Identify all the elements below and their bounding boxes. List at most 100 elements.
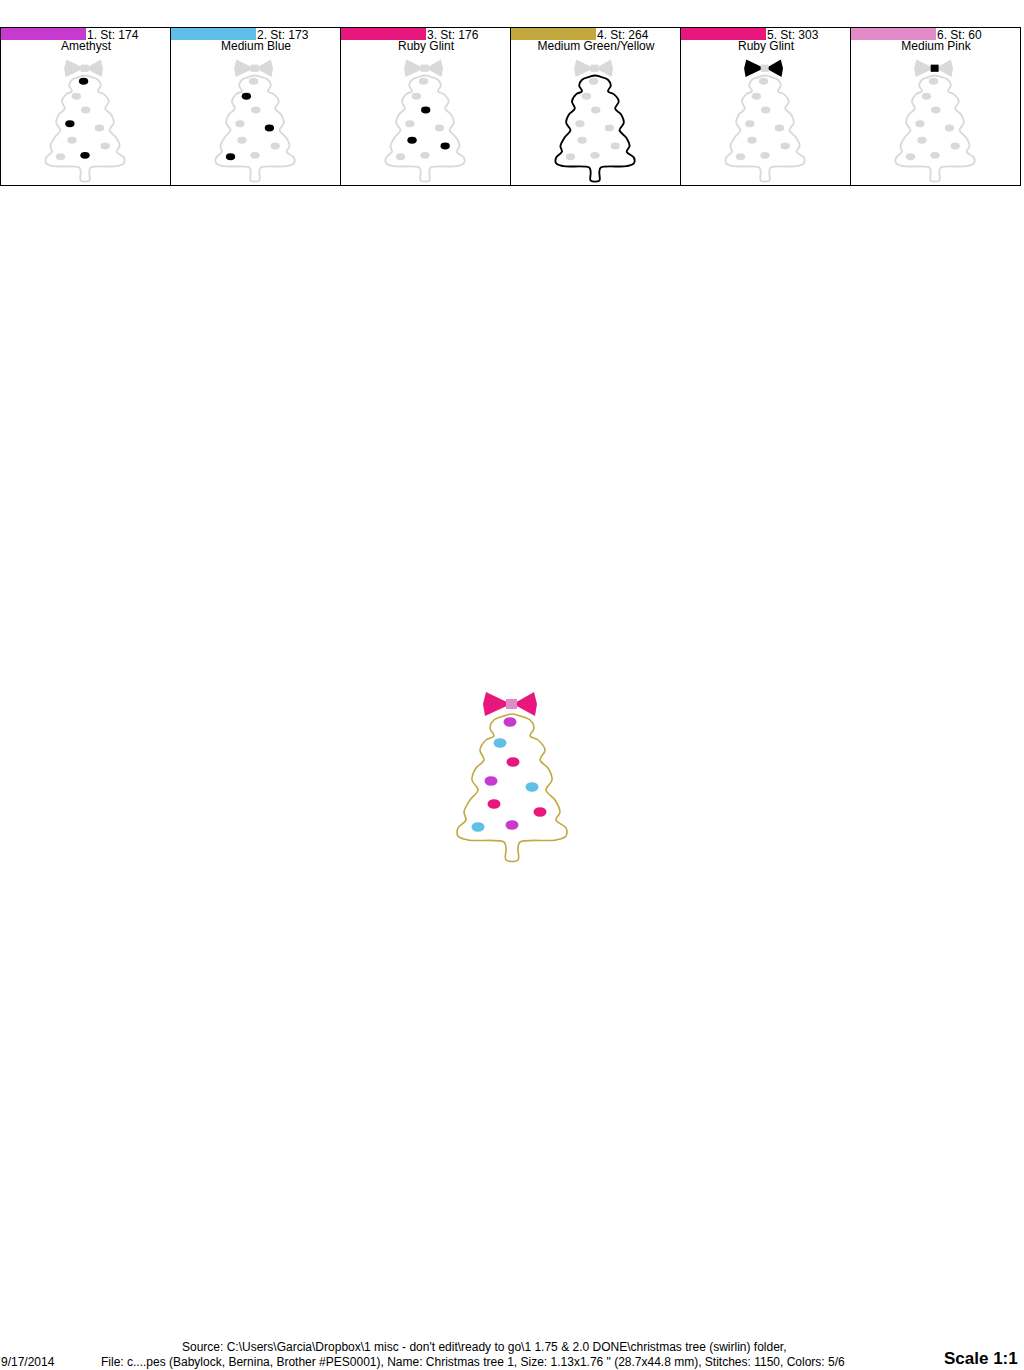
bow-knot (81, 65, 89, 72)
tree-outline (457, 714, 567, 862)
ornament-dot (534, 807, 547, 817)
tree-outline (45, 75, 124, 181)
ornament-dot (412, 93, 421, 100)
thread-color-bar (851, 28, 936, 40)
tree-outline (555, 75, 634, 181)
ornament-dot (950, 143, 959, 150)
bow-knot (931, 65, 939, 72)
thread-name: Ruby Glint (398, 40, 454, 53)
thread-color-bar (171, 28, 256, 40)
ornament-dot (931, 107, 940, 114)
ornament-dot (242, 93, 251, 100)
ornament-dot (421, 107, 430, 114)
ornament-dot (526, 782, 539, 792)
step-thumbnail (895, 60, 974, 182)
ornament-dot (922, 93, 931, 100)
ornament-dot (930, 152, 939, 159)
ornament-dot (759, 78, 768, 85)
thread-color-bar (511, 28, 596, 40)
ornament-dot (929, 78, 938, 85)
ornament-dot (506, 820, 519, 830)
ornament-dot (566, 153, 575, 160)
ornament-dot (237, 137, 246, 144)
ornament-dot (575, 120, 584, 127)
thread-name: Ruby Glint (738, 40, 794, 53)
ornament-dot (577, 137, 586, 144)
bow-knot (251, 65, 259, 72)
ornament-dot (605, 125, 614, 132)
tree-outline (725, 75, 804, 181)
ornament-dot (407, 137, 416, 144)
color-step-panel: 3. St: 176Ruby Glint (340, 27, 511, 186)
ornament-dot (775, 125, 784, 132)
ornament-dot (494, 738, 507, 748)
ornament-dot (80, 152, 89, 159)
ornament-dot (420, 152, 429, 159)
ornament-dot (590, 152, 599, 159)
ornament-dot (72, 93, 81, 100)
ornament-dot (760, 152, 769, 159)
ornament-dot (67, 137, 76, 144)
thread-color-bar (681, 28, 766, 40)
ornament-dot (915, 120, 924, 127)
ornament-dot (419, 78, 428, 85)
scale-note: Scale 1:1 (944, 1350, 1018, 1368)
ornament-dot (226, 153, 235, 160)
ornament-dot (65, 120, 74, 127)
bow-knot (506, 699, 517, 709)
color-step-panel: 2. St: 173Medium Blue (170, 27, 341, 186)
step-thumbnail (45, 60, 124, 182)
thread-name: Medium Blue (221, 40, 291, 53)
tree-outline (385, 75, 464, 181)
ornament-dot (745, 120, 754, 127)
ornament-dot (507, 757, 520, 767)
ornament-dot (56, 153, 65, 160)
ornament-dot (582, 93, 591, 100)
thread-name: Amethyst (61, 40, 111, 53)
print-date: 9/17/2014 (1, 1356, 54, 1369)
ornament-dot (270, 143, 279, 150)
ornament-dot (79, 78, 88, 85)
thread-color-bar (1, 28, 86, 40)
source-path: Source: C:\Users\Garcia\Dropbox\1 misc -… (182, 1341, 787, 1354)
ornament-dot (752, 93, 761, 100)
thread-name: Medium Pink (901, 40, 970, 53)
ornament-dot (485, 776, 498, 786)
ornament-dot (472, 822, 485, 832)
ornament-dot (100, 143, 109, 150)
bow-knot (591, 65, 599, 72)
ornament-dot (917, 137, 926, 144)
ornament-dot (736, 153, 745, 160)
ornament-dot (747, 137, 756, 144)
color-step-panel: 5. St: 303Ruby Glint (680, 27, 851, 186)
tree-outline (895, 75, 974, 181)
bow-knot (761, 65, 769, 72)
color-step-panel: 6. St: 60Medium Pink (850, 27, 1021, 186)
ornament-dot (235, 120, 244, 127)
ornament-dot (610, 143, 619, 150)
ornament-dot (265, 125, 274, 132)
ornament-dot (504, 717, 517, 727)
ornament-dot (589, 78, 598, 85)
ornament-dot (780, 143, 789, 150)
file-info: File: c....pes (Babylock, Bernina, Broth… (101, 1356, 845, 1369)
thread-name: Medium Green/Yellow (538, 40, 655, 53)
ornament-dot (405, 120, 414, 127)
ornament-dot (945, 125, 954, 132)
tree-outline (215, 75, 294, 181)
step-thumbnail (215, 60, 294, 182)
ornament-dot (249, 78, 258, 85)
ornament-dot (251, 107, 260, 114)
step-thumbnail (385, 60, 464, 182)
ornament-dot (95, 125, 104, 132)
ornament-dot (761, 107, 770, 114)
ornament-dot (488, 799, 501, 809)
color-step-panel: 4. St: 264Medium Green/Yellow (510, 27, 681, 186)
bow-knot (421, 65, 429, 72)
step-thumbnail (555, 60, 634, 182)
tree-design (457, 692, 567, 862)
ornament-dot (440, 143, 449, 150)
ornament-dot (396, 153, 405, 160)
ornament-dot (250, 152, 259, 159)
